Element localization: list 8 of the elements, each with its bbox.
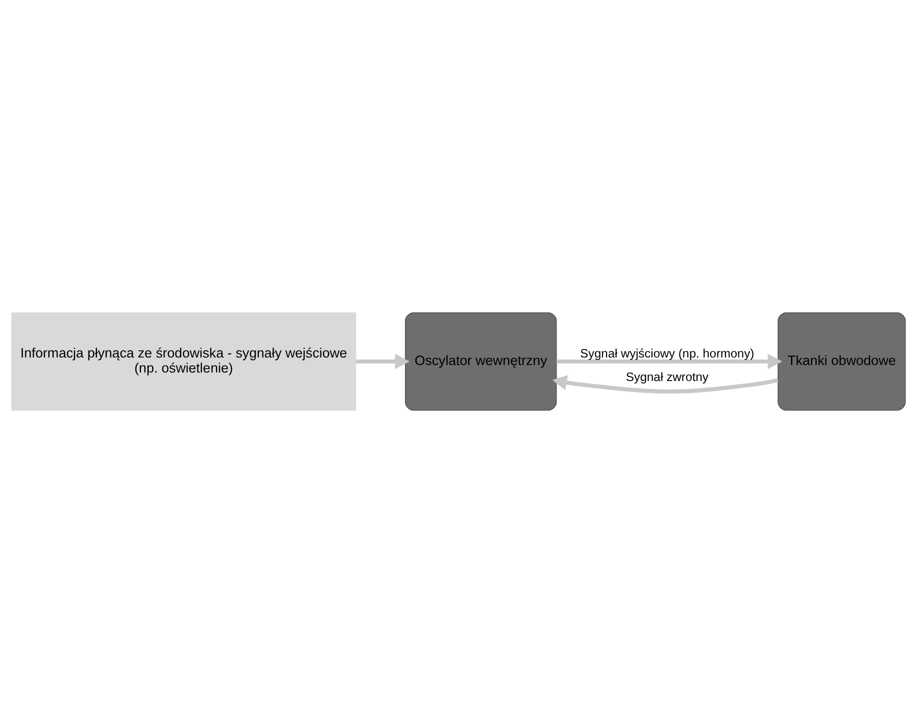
- node-box: Informacja płynąca ze środowiska - sygnały wejściowe (np. oświetlenie): [11, 312, 356, 411]
- arrow: [552, 375, 778, 394]
- arrow: [356, 354, 410, 370]
- node-box: Oscylator wewnętrzny: [404, 312, 557, 411]
- edge-label: Sygnał zwrotny: [626, 370, 709, 384]
- edge-label: Sygnał wyjściowy (np. hormony): [580, 346, 754, 361]
- arrow: [556, 354, 782, 370]
- node-box: Tkanki obwodowe: [778, 312, 906, 411]
